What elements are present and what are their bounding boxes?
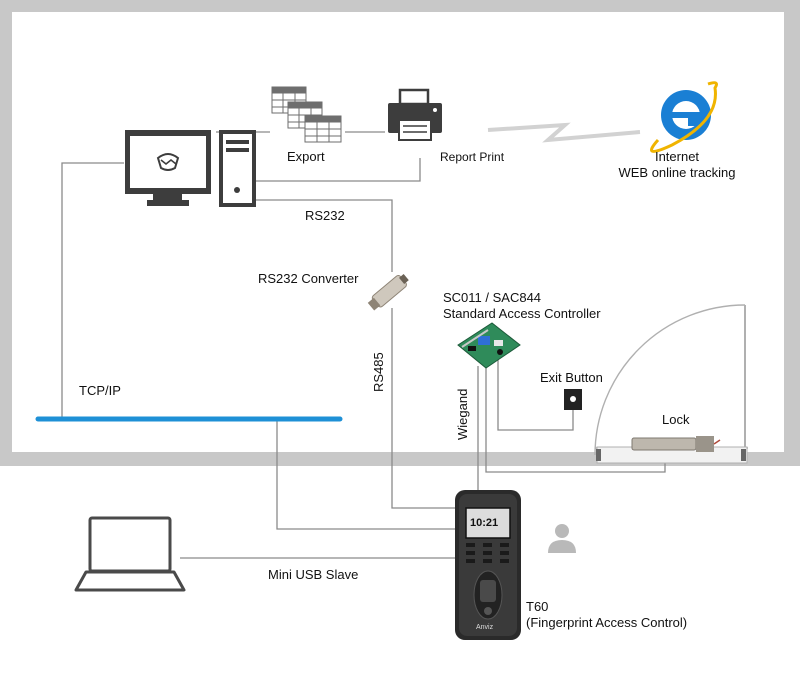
controller-label: SC011 / SAC844 Standard Access Controlle…	[443, 290, 601, 322]
t60-label-line1: T60	[526, 599, 549, 614]
pc-tower-icon	[219, 130, 256, 207]
access-controller-board-icon	[457, 322, 521, 369]
controller-label-line1: SC011 / SAC844	[443, 290, 542, 305]
exit-button-icon	[564, 389, 582, 410]
printer-icon	[388, 88, 442, 141]
lock-label: Lock	[662, 412, 690, 427]
tcpip-label: TCP/IP	[79, 383, 121, 398]
rs232-converter-label: RS232 Converter	[258, 271, 359, 286]
exit-button-label: Exit Button	[540, 370, 603, 385]
internet-label: Internet WEB online tracking	[612, 149, 742, 181]
internet-label-line1: Internet	[654, 149, 700, 164]
connection-lines	[61, 131, 666, 559]
wireless-link-icon	[487, 122, 641, 143]
monitor-icon	[125, 130, 211, 206]
internet-label-line2: WEB online tracking	[618, 165, 736, 180]
export-label: Export	[287, 149, 325, 164]
internet-explorer-icon	[650, 81, 718, 153]
t60-screen-time: 10:21	[470, 517, 499, 529]
controller-label-line2: Standard Access Controller	[443, 306, 601, 321]
user-icon	[548, 524, 576, 553]
rs232-converter-icon	[367, 274, 409, 311]
t60-label: T60 (Fingerprint Access Control)	[526, 599, 687, 631]
rs485-label: RS485	[371, 352, 386, 392]
t60-brand-logo: Anviz	[476, 624, 494, 631]
wiegand-label: Wiegand	[455, 388, 470, 440]
report-print-label: Report Print	[440, 150, 505, 164]
lock-icon	[631, 436, 721, 452]
laptop-icon	[74, 516, 186, 592]
t60-label-line2: (Fingerprint Access Control)	[526, 615, 688, 630]
mini-usb-label: Mini USB Slave	[268, 567, 359, 582]
export-spreadsheet-icon	[271, 86, 342, 143]
building-wall	[0, 0, 800, 466]
rs232-label: RS232	[305, 208, 345, 223]
t60-device-icon	[455, 490, 521, 640]
